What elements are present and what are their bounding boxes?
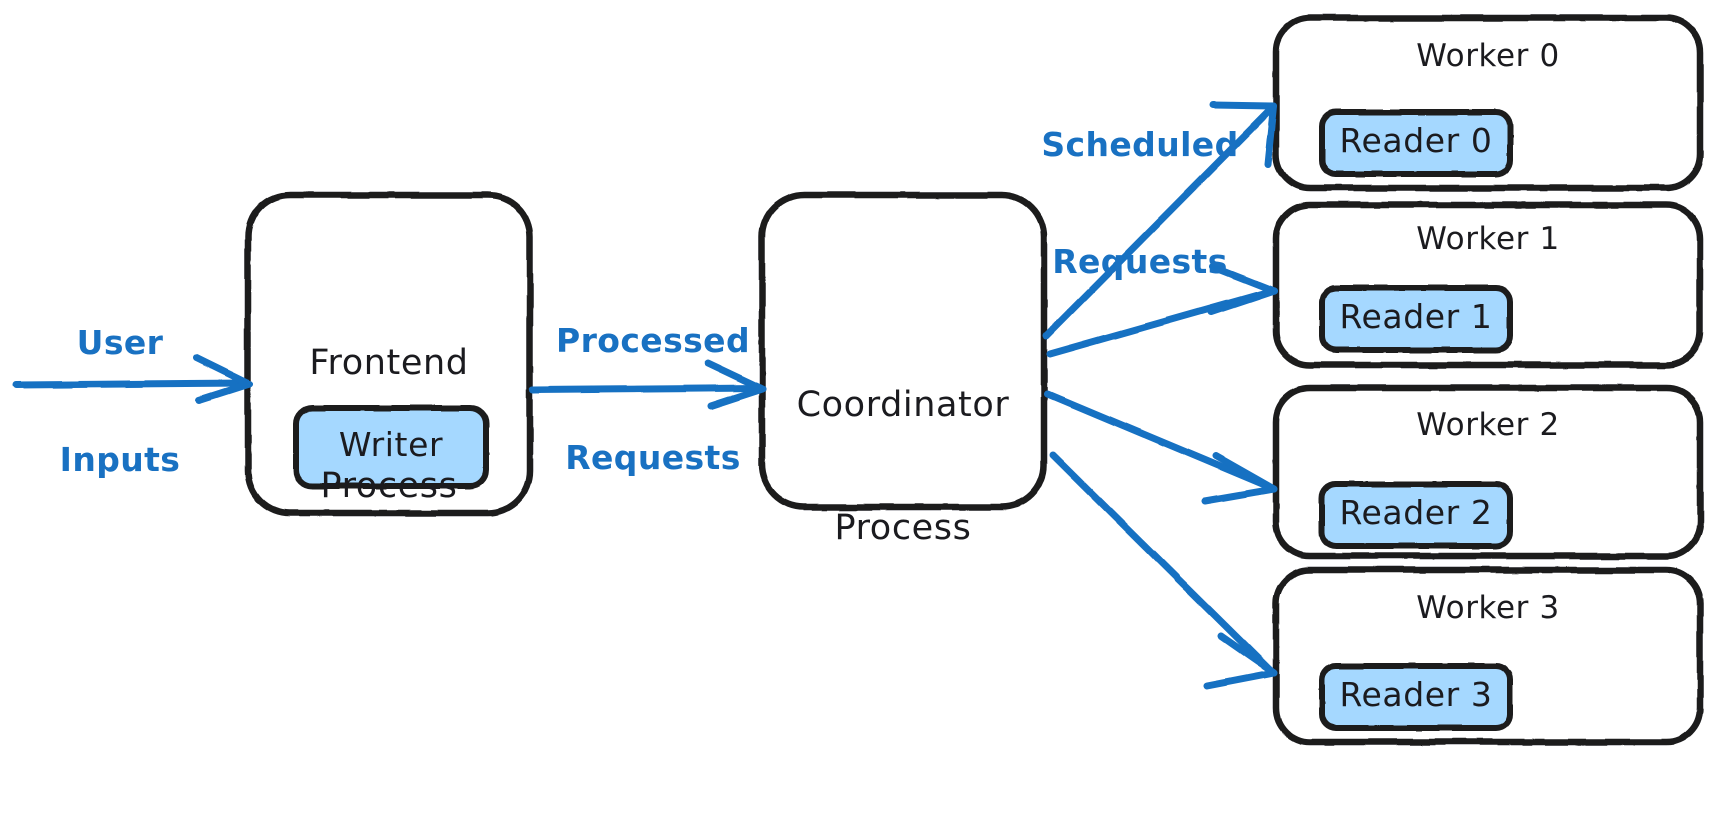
node-worker-1[interactable] — [1272, 201, 1704, 369]
reader-1-chip-box[interactable] — [1319, 285, 1513, 353]
node-worker-0[interactable] — [1272, 14, 1704, 192]
edge-coordinator-worker-1-arrow — [1046, 263, 1278, 358]
reader-3-chip-box[interactable] — [1319, 663, 1513, 731]
node-coordinator-process[interactable] — [758, 191, 1048, 511]
coordinator-process-box[interactable] — [758, 191, 1048, 511]
writer-chip-box[interactable] — [293, 405, 489, 489]
node-frontend-process[interactable] — [244, 191, 534, 517]
reader-2-chip-box[interactable] — [1319, 481, 1513, 549]
reader-0-chip-box[interactable] — [1319, 109, 1513, 177]
node-worker-2[interactable] — [1272, 384, 1704, 560]
edge-user-inputs-arrow — [12, 354, 253, 404]
edge-processed-requests-arrow — [528, 359, 767, 410]
edge-coordinator-worker-3-arrow — [1049, 451, 1278, 690]
edge-coordinator-worker-0-arrow — [1042, 101, 1278, 340]
node-worker-3[interactable] — [1272, 566, 1704, 746]
edge-coordinator-worker-2-arrow — [1044, 390, 1278, 505]
